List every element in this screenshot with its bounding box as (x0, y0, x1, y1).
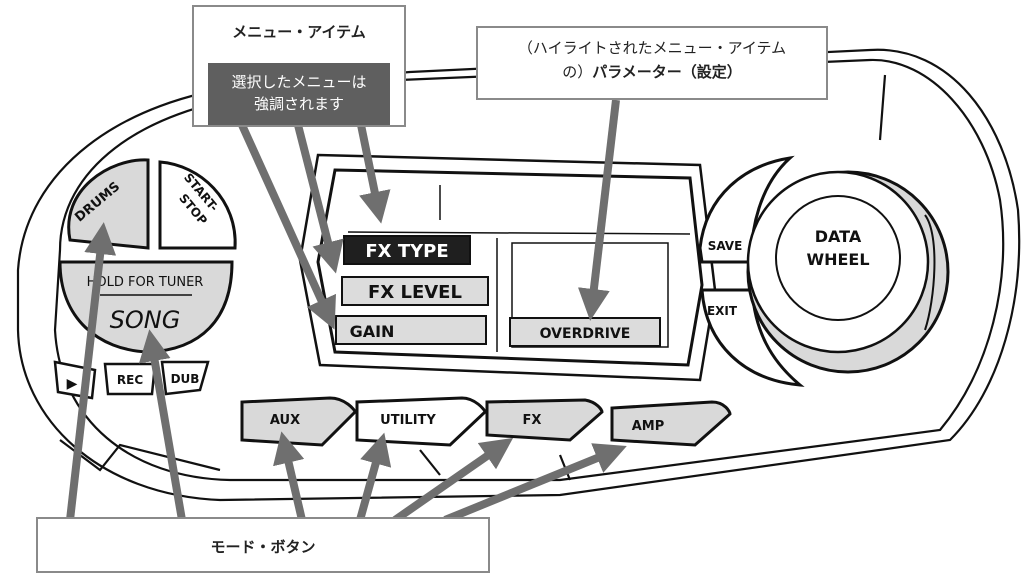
amp-label: AMP (632, 419, 665, 434)
data-wheel[interactable]: DATA WHEEL (746, 170, 950, 374)
lcd-fx-type-label: FX TYPE (365, 241, 448, 262)
mode-button-callout: モード・ボタン (36, 517, 490, 573)
exit-button[interactable]: EXIT (700, 288, 805, 387)
menu-item-callout: メニュー・アイテム 選択したメニューは 強調されます (192, 5, 406, 127)
parameter-line-1: （ハイライトされたメニュー・アイテム (517, 39, 787, 57)
song-button[interactable]: HOLD FOR TUNER SONG (58, 260, 234, 354)
fx-button[interactable]: FX (485, 398, 604, 442)
parameter-line-2-prefix: の） (562, 63, 593, 81)
lcd-gain: GAIN (335, 315, 487, 345)
lcd-fx-type: FX TYPE (343, 235, 471, 265)
lcd-fx-level-label: FX LEVEL (368, 282, 462, 303)
dub-button[interactable]: DUB (160, 360, 210, 396)
data-wheel-label-1: DATA (815, 227, 862, 246)
device-body (16, 48, 1021, 502)
rec-button[interactable]: REC (103, 362, 157, 396)
parameter-line-2-bold: パラメーター（設定） (592, 63, 742, 81)
save-label: SAVE (708, 239, 743, 253)
mode-button-title: モード・ボタン (210, 538, 316, 556)
selected-menu-line-2: 強調されます (253, 95, 344, 113)
parameter-line-2: の）パラメーター（設定） (478, 60, 826, 84)
pointer-arrows (66, 99, 627, 524)
rec-label: REC (117, 373, 143, 387)
dub-label: DUB (171, 372, 200, 386)
utility-label: UTILITY (380, 413, 436, 428)
menu-item-title: メニュー・アイテム (232, 23, 366, 41)
selected-menu-line-1: 選択したメニューは (231, 73, 367, 91)
lcd-overdrive-label: OVERDRIVE (540, 326, 631, 342)
aux-label: AUX (270, 413, 300, 428)
amp-button[interactable]: AMP (610, 400, 732, 447)
data-wheel-label-2: WHEEL (806, 250, 869, 269)
selected-menu-note: 選択したメニューは 強調されます (208, 63, 390, 125)
play-icon: ▶ (67, 376, 78, 392)
exit-label: EXIT (707, 304, 738, 318)
lcd-fx-level: FX LEVEL (341, 276, 489, 306)
hold-for-tuner-label: HOLD FOR TUNER (87, 275, 204, 290)
aux-button[interactable]: AUX (240, 396, 357, 447)
utility-button[interactable]: UTILITY (355, 396, 487, 447)
lcd-overdrive: OVERDRIVE (509, 317, 661, 347)
fx-label: FX (523, 413, 542, 428)
parameter-callout: （ハイライトされたメニュー・アイテム の）パラメーター（設定） (476, 26, 828, 100)
drums-button[interactable]: DRUMS (67, 158, 150, 250)
start-stop-button[interactable]: START- STOP (158, 160, 237, 250)
lcd-gain-label: GAIN (350, 322, 395, 341)
song-label: SONG (110, 306, 181, 334)
